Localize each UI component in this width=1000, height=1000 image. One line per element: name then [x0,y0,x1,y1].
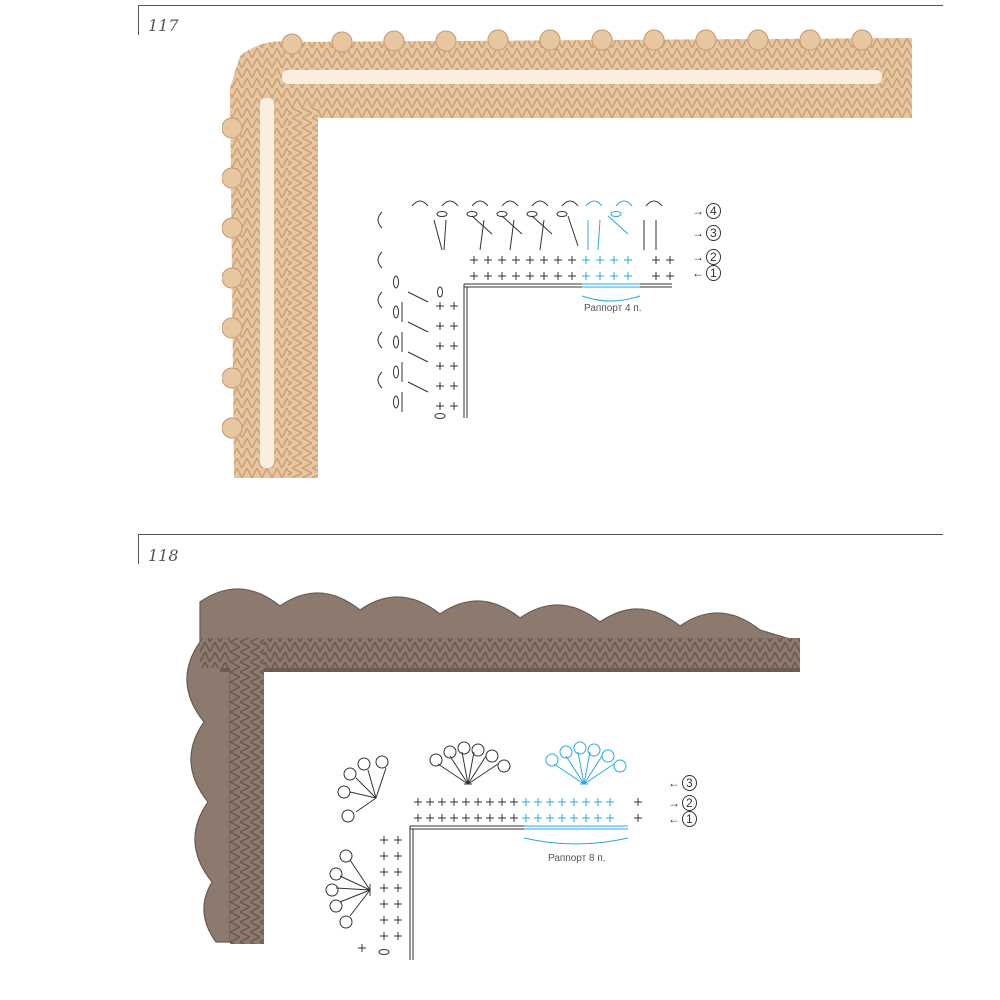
row-label-2: →2 [668,795,697,811]
crochet-chart [377,200,674,419]
pattern-number: 117 [148,16,179,35]
row-label-1: ←1 [692,265,721,281]
row-label-1: ←1 [668,811,697,827]
row-label-3: →3 [692,225,721,241]
crochet-chart [325,741,642,960]
row-label-2: →2 [692,249,721,265]
section-divider-top [138,534,943,535]
rapport-label: Раппорт 8 п. [548,853,606,864]
section-divider-top [138,5,943,6]
row-label-4: →4 [692,203,721,219]
pattern-number: 118 [148,546,179,565]
crochet-border-photo [222,29,912,478]
crochet-border-photo [186,588,800,944]
section-divider-left [138,534,139,564]
row-label-3: ←3 [668,775,697,791]
rapport-label: Раппорт 4 п. [584,303,642,314]
section-divider-left [138,5,139,35]
